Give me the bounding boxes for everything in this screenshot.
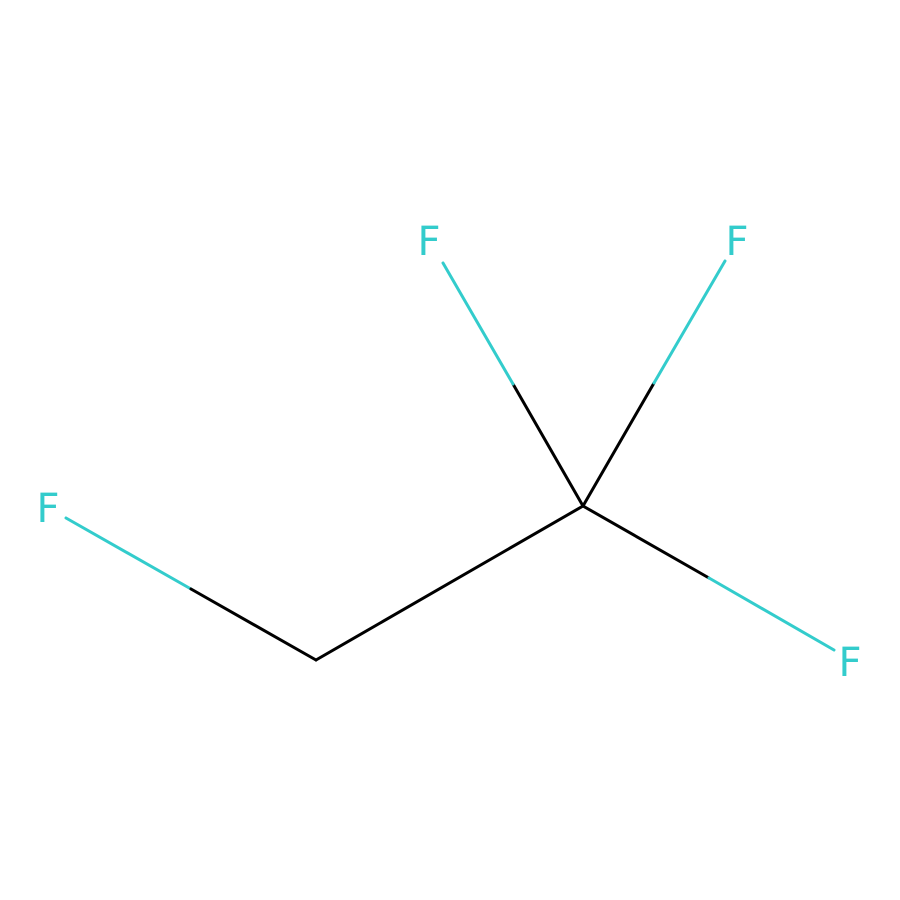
bond-c2-f4 <box>581 504 836 652</box>
bond-c2-f3 <box>581 259 727 508</box>
atom-label-f3: F <box>725 219 748 265</box>
atom-label-f2: F <box>417 219 440 265</box>
bonds <box>64 259 836 662</box>
bond-c2-f2 <box>441 261 585 508</box>
atom-label-f4: F <box>838 640 861 686</box>
bond-f1-c1 <box>64 516 318 662</box>
bond-c1-c2 <box>314 504 585 662</box>
atom-labels: F F F F <box>36 219 861 686</box>
atom-label-f1: F <box>36 486 59 532</box>
